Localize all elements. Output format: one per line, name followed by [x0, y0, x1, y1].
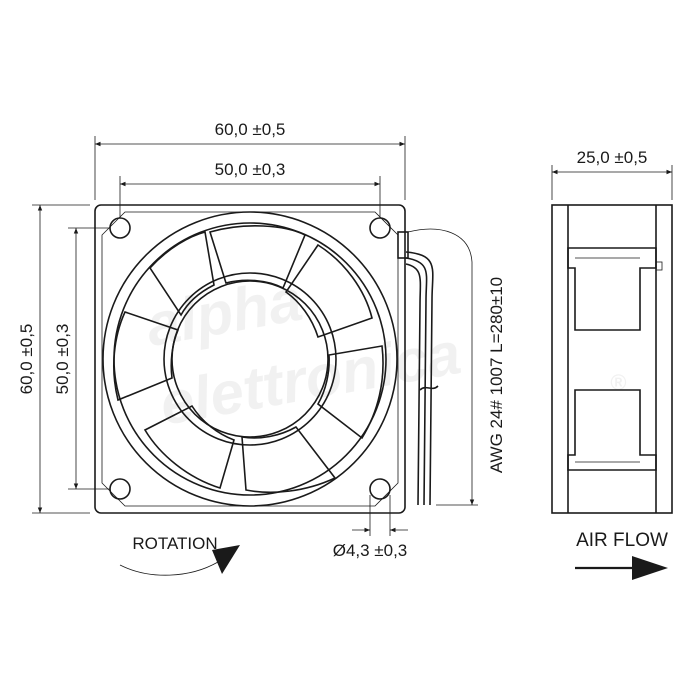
fan-blade	[143, 404, 235, 490]
airflow-arrow-icon	[632, 556, 668, 580]
dim-cable-length-label: AWG 24# 1007 L=280±10	[487, 277, 506, 473]
side-frame-outline	[551, 204, 673, 514]
dim-outer-width-label: 60,0 ±0,5	[215, 120, 286, 139]
cable-wire	[405, 251, 434, 506]
fan-hub-outer	[163, 272, 337, 446]
cable-wire	[405, 257, 428, 506]
mounting-hole-top-left	[109, 217, 131, 239]
dim-hole-spacing-width: 50,0 ±0,3	[119, 160, 381, 218]
venturi-outer-ring	[102, 211, 398, 507]
power-cable	[397, 231, 439, 506]
dim-cable-length: AWG 24# 1007 L=280±10	[407, 228, 506, 506]
cable-wire	[405, 263, 422, 506]
mounting-hole-bottom-right	[369, 478, 391, 500]
dim-outer-width: 60,0 ±0,5	[94, 120, 406, 200]
dim-depth-label: 25,0 ±0,5	[577, 148, 648, 167]
cable-strain-relief	[397, 231, 409, 259]
dim-outer-height: 60,0 ±0,5	[17, 204, 90, 514]
fan-blade	[284, 243, 373, 339]
dim-outer-height-label: 60,0 ±0,5	[17, 324, 36, 395]
side-motor-housing-top	[567, 247, 657, 331]
fan-blade	[316, 345, 384, 440]
rotation-indicator: ROTATION	[119, 534, 240, 576]
watermark-registered-mark: ®	[610, 370, 627, 395]
mounting-hole-bottom-left	[109, 478, 131, 500]
fan-blades	[113, 225, 384, 494]
fan-frame-inner-rim	[101, 211, 399, 507]
front-view: 60,0 ±0,5 50,0 ±0,3 60,0 ±0,5 50,0 ±0,3	[17, 120, 506, 576]
rotation-arrow-icon	[212, 545, 240, 574]
dim-depth: 25,0 ±0,5	[551, 148, 673, 200]
rotation-label: ROTATION	[132, 534, 217, 553]
side-view: 25,0 ±0,5 AIR FLOW	[551, 148, 673, 580]
cable-tie	[419, 385, 439, 391]
fan-blade	[241, 425, 337, 494]
dim-hole-spacing-height-label: 50,0 ±0,3	[53, 324, 72, 395]
dim-hole-diameter: Ø4,3 ±0,3	[333, 495, 408, 560]
fan-frame-outline	[94, 204, 406, 514]
watermark-logo: alpha elettronica ®	[141, 266, 627, 438]
fan-blade	[113, 311, 180, 402]
mounting-hole-top-right	[369, 217, 391, 239]
side-motor-housing-bottom	[567, 389, 657, 471]
dim-hole-spacing-width-label: 50,0 ±0,3	[215, 160, 286, 179]
fan-blade	[148, 231, 215, 317]
airflow-label: AIR FLOW	[576, 530, 668, 551]
dim-hole-spacing-height: 50,0 ±0,3	[53, 227, 110, 490]
dim-hole-diameter-label: Ø4,3 ±0,3	[333, 541, 408, 560]
fan-blade	[208, 225, 307, 290]
airflow-indicator: AIR FLOW	[575, 530, 668, 580]
